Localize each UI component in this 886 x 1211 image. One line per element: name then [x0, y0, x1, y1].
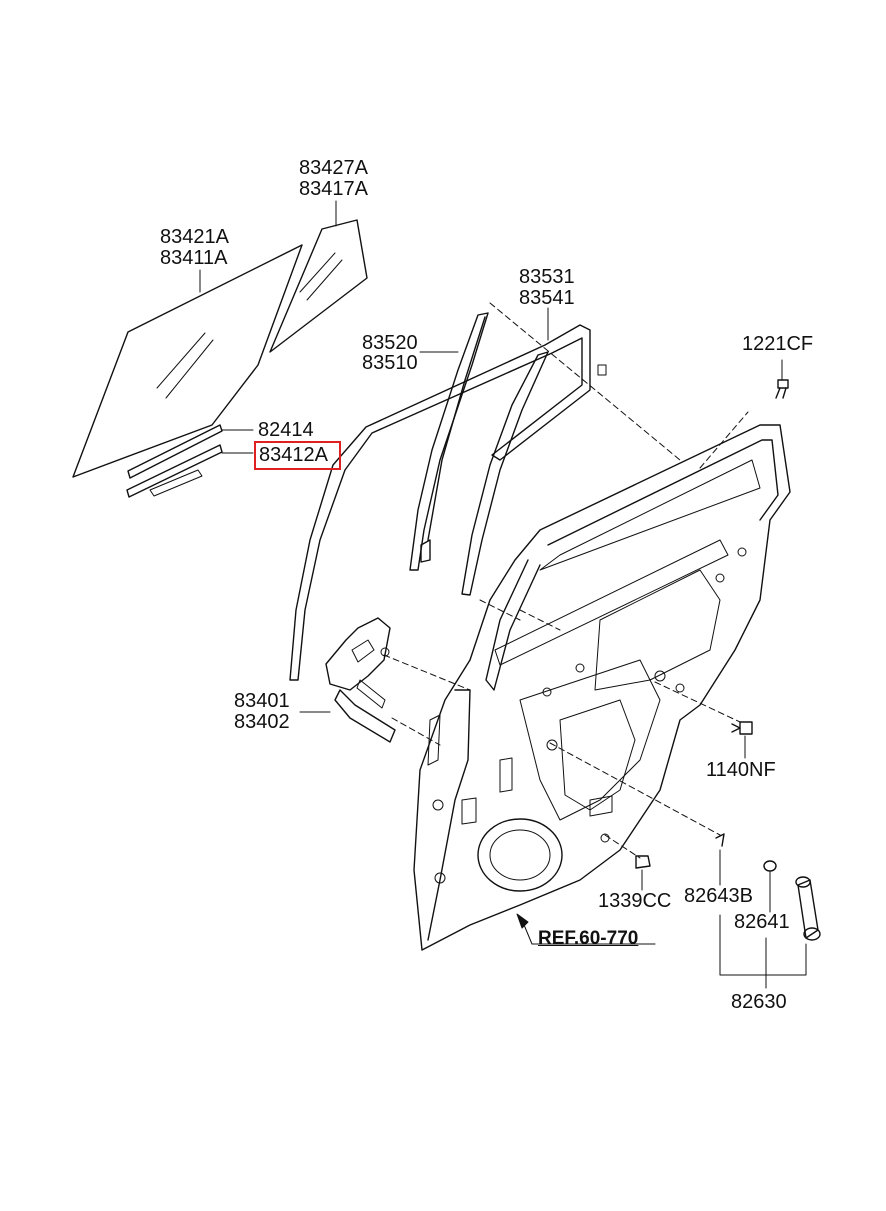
label-83417A: 83417A	[299, 178, 368, 200]
door-panel	[413, 424, 791, 951]
label-82643B: 82643B	[684, 885, 753, 907]
label-83531: 83531	[519, 266, 575, 288]
label-83411A: 83411A	[160, 247, 228, 269]
highlight-box	[254, 441, 341, 470]
door-glass	[72, 244, 303, 478]
glass-run	[289, 324, 607, 681]
label-82641: 82641	[734, 911, 790, 933]
label-83402: 83402	[234, 711, 290, 733]
label-82630: 82630	[731, 991, 787, 1013]
label-83520: 83520	[362, 332, 418, 354]
label-83510: 83510	[362, 352, 418, 374]
dashed-lines	[383, 302, 749, 859]
label-82414: 82414	[258, 419, 314, 441]
label-83427A: 83427A	[299, 157, 368, 179]
label-1221CF: 1221CF	[742, 333, 814, 355]
label-83541: 83541	[519, 287, 575, 309]
label-1339CC: 1339CC	[598, 890, 672, 912]
quarter-glass	[269, 219, 368, 353]
run-channels	[409, 312, 549, 596]
fasteners	[635, 379, 821, 941]
label-83401: 83401	[234, 690, 290, 712]
glass-channels	[126, 424, 223, 498]
leader-lines	[199, 200, 807, 989]
ref-label: REF.60-770	[538, 928, 639, 949]
window-regulator	[325, 617, 396, 743]
label-83421A: 83421A	[160, 226, 229, 248]
label-1140NF: 1140NF	[706, 759, 776, 781]
label-83412A: 83412A	[259, 444, 328, 466]
